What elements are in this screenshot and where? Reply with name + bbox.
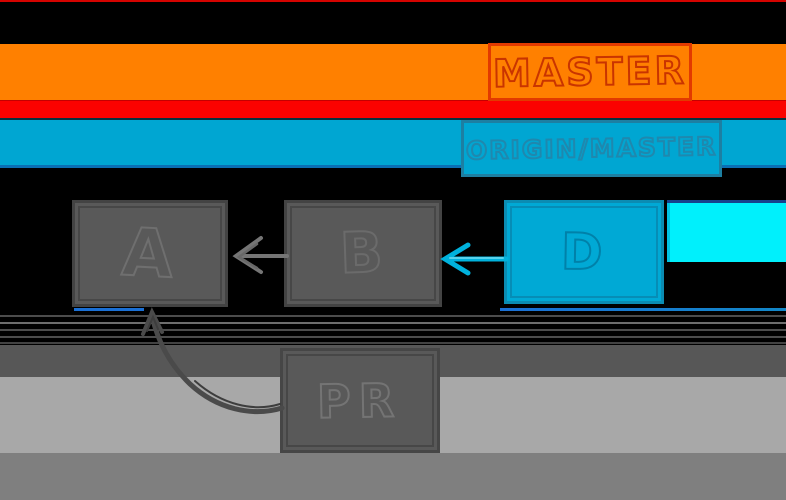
background-band-mid-gray: [0, 453, 786, 500]
blue-bar-bottom-edge: [0, 165, 786, 168]
scanline-artifact: [0, 322, 786, 324]
red-stripe: [0, 100, 786, 119]
commit-box-a: A: [72, 200, 228, 307]
origin-master-branch-label-text: ORIGIN/MASTER: [465, 131, 719, 166]
cyan-highlight-rectangle: [667, 200, 786, 262]
master-branch-label: MASTER: [488, 43, 692, 101]
commit-d-letter: D: [560, 222, 609, 283]
master-branch-label-text: MASTER: [492, 47, 688, 96]
commit-box-d: D: [504, 200, 664, 304]
commit-b-letter: B: [338, 219, 389, 288]
scanline-artifact: [0, 329, 786, 331]
origin-master-branch-label: ORIGIN/MASTER: [461, 120, 722, 177]
arrow-d-to-b: [440, 242, 509, 276]
pull-request-letters: PR: [316, 372, 404, 429]
blue-underline-segment: [500, 308, 786, 311]
commit-a-letter: A: [119, 213, 180, 295]
arrow-b-to-a: [232, 236, 289, 274]
red-stripe-top-edge: [0, 0, 786, 2]
scanline-artifact: [0, 315, 786, 317]
scanline-artifact: [0, 336, 786, 338]
bar-separator-line: [0, 118, 786, 120]
scanline-artifact: [0, 342, 786, 344]
commit-box-b: B: [284, 200, 442, 307]
blue-underline-segment: [74, 308, 144, 311]
pull-request-box: PR: [280, 348, 440, 453]
